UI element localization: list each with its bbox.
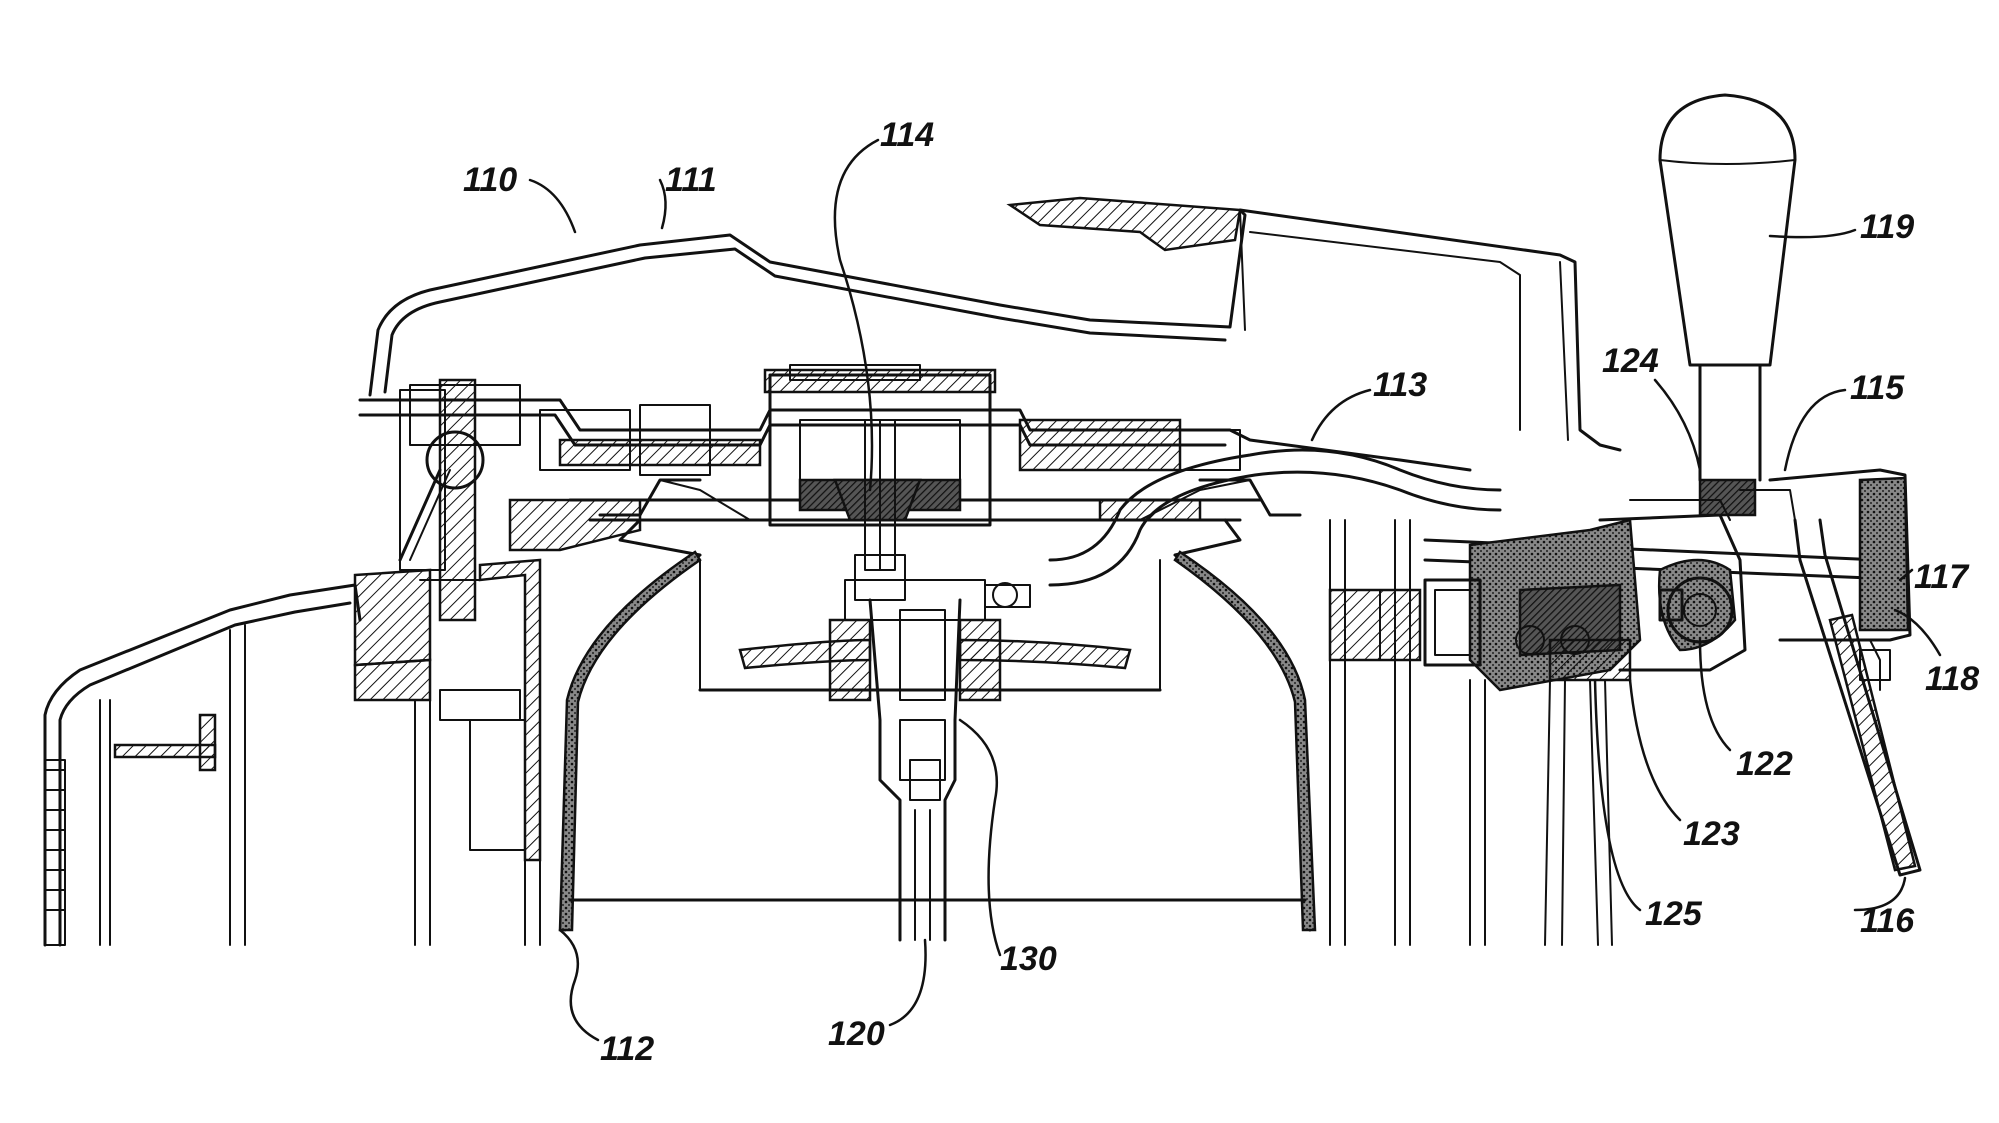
leader-122 [1698, 638, 1732, 752]
pot-wall [558, 478, 1317, 932]
leader-123 [1628, 678, 1682, 822]
label-123: 123 [1683, 815, 1740, 853]
right-housing [1328, 519, 1882, 946]
leader-110 [528, 178, 577, 234]
leader-lines [528, 138, 1942, 1042]
latch-handle [1739, 468, 1922, 877]
left-housing [43, 558, 542, 947]
leader-120 [888, 938, 927, 1027]
leader-115 [1783, 388, 1847, 472]
label-112: 112 [600, 1030, 654, 1068]
label-114: 114 [880, 116, 934, 154]
gasket-tube [1048, 448, 1502, 587]
pressure-knob [1658, 93, 1797, 482]
valve-assembly [763, 364, 1031, 621]
label-122: 122 [1736, 745, 1793, 783]
label-115: 115 [1850, 369, 1905, 407]
pressure-mechanism [1423, 478, 1757, 946]
label-118: 118 [1925, 660, 1979, 698]
leader-111 [658, 178, 667, 230]
lid-shell [368, 196, 1622, 452]
reference-labels: 110 111 114 113 124 115 119 117 118 122 … [463, 116, 1979, 1068]
leader-112 [558, 928, 600, 1042]
label-117: 117 [1914, 558, 1970, 596]
leader-125 [1593, 678, 1642, 912]
label-111: 111 [665, 161, 717, 199]
label-130: 130 [1000, 940, 1057, 978]
leader-119 [1768, 228, 1857, 239]
left-hinge [398, 378, 485, 622]
leader-124 [1653, 378, 1702, 472]
leader-130 [958, 718, 1002, 957]
label-120: 120 [828, 1015, 885, 1053]
leader-116 [1853, 876, 1907, 912]
leader-117 [1898, 568, 1914, 582]
label-110: 110 [463, 161, 517, 199]
label-119: 119 [1860, 208, 1914, 246]
leader-118 [1893, 608, 1942, 657]
label-125: 125 [1645, 895, 1703, 933]
label-116: 116 [1860, 902, 1915, 940]
label-113: 113 [1373, 366, 1427, 404]
leader-113 [1310, 388, 1372, 442]
leader-114 [833, 138, 880, 492]
label-124: 124 [1602, 342, 1659, 380]
